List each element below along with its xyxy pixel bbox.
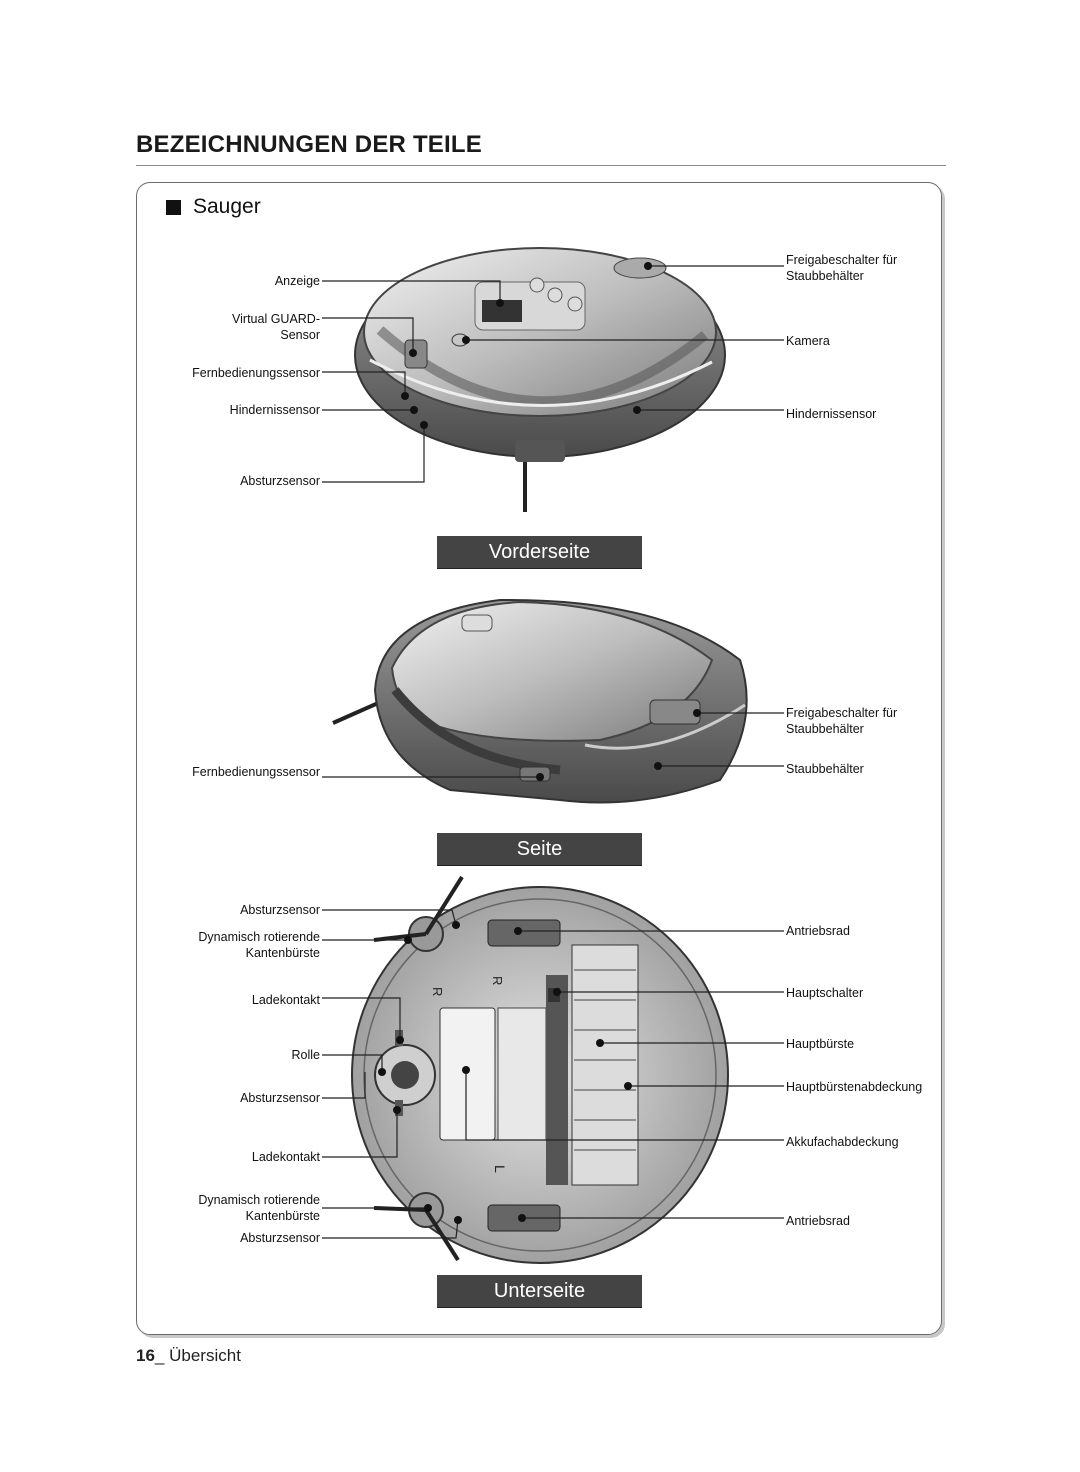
page-footer: 16_ Übersicht — [136, 1346, 241, 1366]
title-divider — [136, 165, 946, 166]
section-heading: Sauger — [166, 195, 261, 219]
caption-vorderseite: Vorderseite — [437, 536, 642, 568]
label-absturzsensor: Absturzsensor — [240, 474, 320, 488]
label-hauptschalter: Hauptschalter — [786, 986, 864, 1000]
label-kantenbuerste-1: Dynamisch rotierende Kantenbürste — [198, 929, 320, 961]
label-akkufachabdeckung: Akkufachabdeckung — [786, 1135, 899, 1149]
label-line: Staubbehälter — [786, 722, 864, 736]
bottom-view-robot: R R L — [351, 875, 729, 1264]
label-line: Virtual GUARD- — [232, 312, 320, 326]
label-antriebsrad-2: Antriebsrad — [786, 1214, 850, 1228]
content-panel — [136, 182, 942, 1335]
front-leader-lines — [322, 265, 784, 483]
left-wheel-mark: L — [492, 1165, 508, 1173]
page-number: 16 — [136, 1346, 155, 1365]
label-antriebsrad-1: Antriebsrad — [786, 924, 850, 938]
label-hauptbuerste: Hauptbürste — [786, 1037, 855, 1051]
label-line: Sensor — [280, 328, 320, 342]
label-absturzsensor-3: Absturzsensor — [240, 1231, 320, 1245]
section-label: Sauger — [193, 195, 261, 218]
caption-unterseite: Unterseite — [437, 1275, 642, 1307]
label-hauptbuerstenabdeckung: Hauptbürstenabdeckung — [786, 1080, 923, 1094]
bottom-leader-lines — [322, 909, 784, 1239]
label-rolle: Rolle — [291, 1048, 321, 1062]
label-absturzsensor-1: Absturzsensor — [240, 903, 320, 917]
label-line: Kantenbürste — [245, 946, 320, 960]
label-fernbedienungssensor: Fernbedienungssensor — [192, 366, 320, 380]
side-view-robot — [332, 598, 748, 804]
footer-separator: _ — [154, 1346, 165, 1365]
right-wheel-mark-2: R — [490, 976, 505, 985]
label-hindernissensor-left: Hindernissensor — [229, 403, 320, 417]
label-staubbehaelter: Staubbehälter — [786, 762, 864, 776]
front-callout-dots — [401, 262, 652, 429]
label-ladekontakt-2: Ladekontakt — [251, 1150, 320, 1164]
label-freigabeschalter-front: Freigabeschalter für Staubbehälter — [786, 252, 897, 284]
label-line: Staubbehälter — [786, 269, 864, 283]
label-fernbedienungssensor-side: Fernbedienungssensor — [192, 765, 320, 779]
label-kantenbuerste-2: Dynamisch rotierende Kantenbürste — [198, 1192, 320, 1224]
label-line: Kantenbürste — [245, 1209, 320, 1223]
square-bullet-icon — [166, 199, 181, 215]
label-line: Freigabeschalter für — [786, 706, 898, 720]
side-leader-lines — [322, 712, 784, 778]
label-ladekontakt-1: Ladekontakt — [251, 993, 320, 1007]
right-wheel-mark: R — [430, 987, 445, 996]
footer-section: Übersicht — [169, 1346, 241, 1365]
side-callout-dots — [536, 709, 701, 781]
front-view-robot — [354, 247, 726, 512]
label-hindernissensor-right: Hindernissensor — [786, 407, 877, 421]
caption-seite: Seite — [437, 833, 642, 865]
label-kamera: Kamera — [786, 334, 830, 348]
label-line: Dynamisch rotierende — [198, 930, 320, 944]
label-absturzsensor-2: Absturzsensor — [240, 1091, 320, 1105]
label-line: Freigabeschalter für — [786, 253, 898, 267]
label-freigabeschalter-side: Freigabeschalter für Staubbehälter — [786, 705, 897, 737]
bottom-callout-dots — [378, 921, 632, 1224]
page-title: BEZEICHNUNGEN DER TEILE — [136, 131, 482, 158]
label-line: Dynamisch rotierende — [198, 1193, 320, 1207]
label-anzeige: Anzeige — [274, 274, 320, 288]
label-virtual-guard-sensor: Virtual GUARD- Sensor — [232, 311, 320, 343]
